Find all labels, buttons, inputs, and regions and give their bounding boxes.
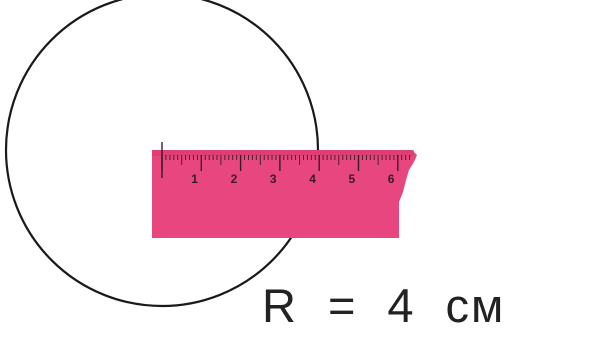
ruler-tick-label: 2 (231, 172, 238, 186)
radius-unit: см (445, 279, 506, 332)
ruler-body (152, 150, 417, 238)
ruler-tick-label: 5 (349, 172, 356, 186)
ruler-labels: 1 2 3 4 5 6 (191, 172, 394, 186)
equals-sign: = (327, 279, 358, 332)
ruler: 1 2 3 4 5 6 (152, 142, 417, 238)
radius-caption: R = 4 см (262, 282, 505, 329)
ruler-tick-label: 6 (388, 172, 395, 186)
ruler-tick-label: 3 (270, 172, 277, 186)
radius-value: 4 (387, 279, 416, 332)
ruler-ticks (161, 155, 411, 171)
radius-symbol: R (262, 279, 298, 332)
ruler-tick-label: 4 (309, 172, 316, 186)
ruler-tick-label: 1 (191, 172, 198, 186)
